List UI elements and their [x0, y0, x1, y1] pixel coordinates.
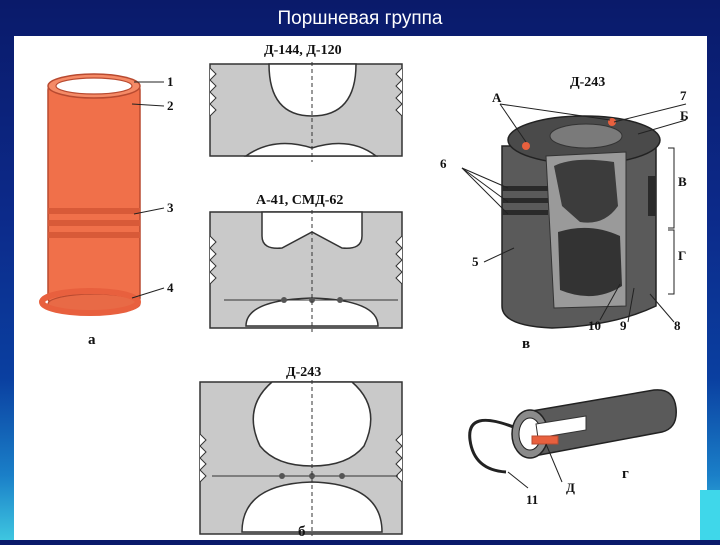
piston-section-d144: [209, 62, 403, 162]
callout-4: 4: [167, 280, 174, 295]
piston-label-a41: А-41, СМД-62: [256, 193, 343, 208]
callout-11: 11: [526, 492, 538, 507]
figure-a: 1 2 3 4 а: [39, 73, 174, 348]
callout-2: 2: [167, 98, 174, 113]
callout-5: 5: [472, 254, 479, 269]
accent-block: [700, 490, 720, 540]
callout-D: Д: [566, 480, 575, 495]
slide-title: Поршневая группа: [277, 8, 443, 29]
callout-3: 3: [167, 200, 174, 215]
figure-b: Д-144, Д-120 А-41, СМД-62 Д-243: [199, 43, 403, 540]
piston-cutaway: [501, 115, 661, 329]
figure-sheet: 1 2 3 4 а Д-144, Д-120 А-41, СМД-62: [14, 36, 707, 540]
diagram-canvas: 1 2 3 4 а Д-144, Д-120 А-41, СМД-62: [39, 43, 689, 540]
piston-cutaway-title: Д-243: [570, 75, 605, 90]
piston-section-d243: [199, 380, 403, 536]
sealing-ring: [39, 288, 141, 316]
callout-9: 9: [620, 318, 627, 333]
callout-6: 6: [440, 156, 447, 171]
caption-b: б: [298, 524, 306, 540]
piston-label-d144: Д-144, Д-120: [264, 43, 342, 58]
caption-v: в: [522, 336, 530, 352]
callout-V: В: [678, 174, 687, 189]
retaining-ring: [468, 418, 517, 474]
callout-B: Б: [680, 108, 689, 123]
callout-10: 10: [588, 318, 601, 333]
piston-label-d243: Д-243: [286, 365, 321, 380]
caption-g: г: [622, 466, 629, 482]
piston-section-a41: [209, 210, 403, 332]
figure-g: 11 Д г: [468, 389, 677, 507]
callout-8: 8: [674, 318, 681, 333]
piston-pin: [511, 389, 677, 459]
caption-a: а: [88, 332, 96, 348]
callout-A: А: [492, 90, 502, 105]
figure-v: Д-243 А 7 Б 6 В Г: [440, 75, 689, 352]
callout-G: Г: [678, 248, 686, 263]
callout-1: 1: [167, 74, 174, 89]
cylinder-liner: [47, 73, 141, 315]
callout-7: 7: [680, 88, 687, 103]
